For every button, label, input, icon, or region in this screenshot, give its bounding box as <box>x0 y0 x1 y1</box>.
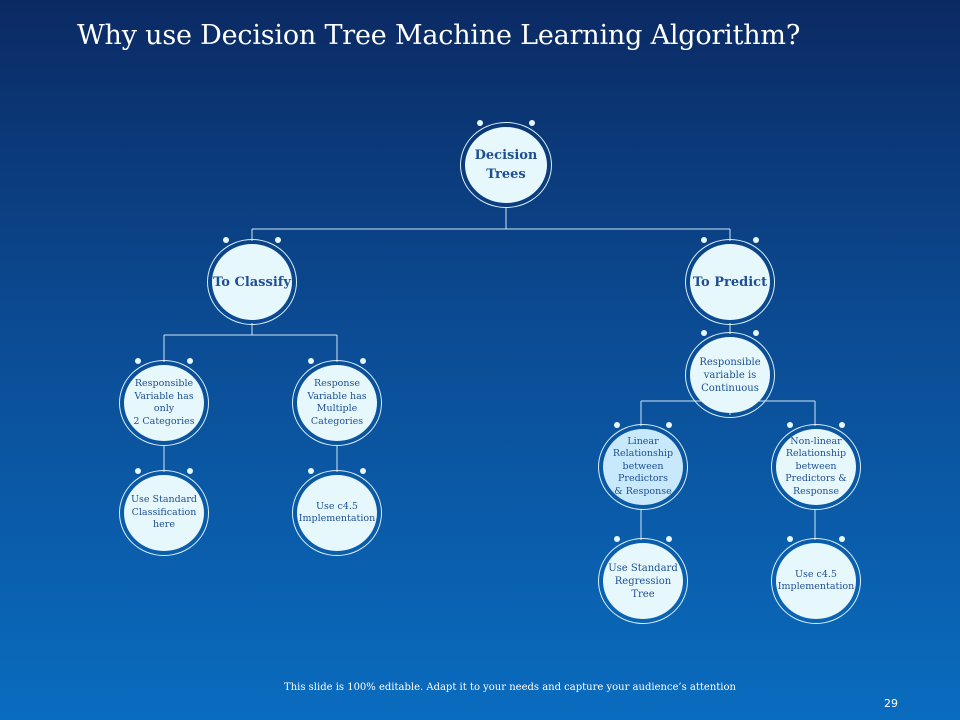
node-dot <box>752 330 759 336</box>
node-label: Response Variable has Multiple Categorie… <box>307 378 367 427</box>
node-dot <box>752 237 759 243</box>
node-dot <box>308 468 315 474</box>
node-dot <box>274 237 281 243</box>
connector-classify-leaves <box>163 445 338 472</box>
node-label: Decision Trees <box>474 148 538 182</box>
node-to-classify: To Classify <box>207 237 297 325</box>
node-label: Use c4.5 Implementation <box>298 500 376 525</box>
node-dot <box>665 422 672 428</box>
node-dot <box>838 422 845 428</box>
node-dot <box>135 358 142 364</box>
node-nonlinear-relationship: Non-linear Relationship between Predicto… <box>771 422 861 510</box>
node-dot <box>223 237 230 243</box>
node-dot <box>308 358 315 364</box>
node-decision-trees: Decision Trees <box>460 120 552 208</box>
slide-title: Why use Decision Tree Machine Learning A… <box>77 20 801 51</box>
node-dot <box>359 358 366 364</box>
node-to-predict: To Predict <box>685 237 775 325</box>
node-responsible-variable-continuous: Responsible variable is Continuous <box>685 330 775 418</box>
node-label: To Classify <box>213 274 291 290</box>
page-number: 29 <box>884 697 898 710</box>
node-dot <box>359 468 366 474</box>
node-label: Use Standard Classification here <box>131 494 197 531</box>
node-label: Use Standard Regression Tree <box>608 562 678 600</box>
node-label: Use c4.5 Implementation <box>777 568 855 593</box>
node-linear-relationship: Linear Relationship between Predictors &… <box>598 422 688 510</box>
node-dot <box>701 237 708 243</box>
node-dot <box>787 422 794 428</box>
node-use-c45-predict: Use c4.5 Implementation <box>771 536 861 624</box>
node-responsible-variable-two-categories: Responsible Variable has only 2 Categori… <box>119 358 209 446</box>
connector-predict-leaves <box>640 509 816 540</box>
node-use-standard-classification: Use Standard Classification here <box>119 468 209 556</box>
node-label: To Predict <box>692 274 768 290</box>
node-dot <box>838 536 845 542</box>
connector-root-branches <box>251 208 731 241</box>
node-dot <box>614 422 621 428</box>
node-label: Linear Relationship between Predictors &… <box>612 435 674 497</box>
node-dot <box>529 120 536 126</box>
node-dot <box>665 536 672 542</box>
node-dot <box>186 358 193 364</box>
node-dot <box>614 536 621 542</box>
node-label: Non-linear Relationship between Predicto… <box>785 435 847 497</box>
node-label: Responsible Variable has only 2 Categori… <box>133 378 195 427</box>
connector-classify-branches <box>163 323 338 362</box>
node-use-standard-regression-tree: Use Standard Regression Tree <box>598 536 688 624</box>
node-dot <box>135 468 142 474</box>
node-dot <box>186 468 193 474</box>
node-label: Responsible variable is Continuous <box>699 356 761 394</box>
node-response-variable-multiple-categories: Response Variable has Multiple Categorie… <box>292 358 382 446</box>
node-dot <box>476 120 483 126</box>
slide-footer-note: This slide is 100% editable. Adapt it to… <box>284 682 736 693</box>
node-dot <box>701 330 708 336</box>
node-dot <box>787 536 794 542</box>
node-use-c45-classify: Use c4.5 Implementation <box>292 468 382 556</box>
